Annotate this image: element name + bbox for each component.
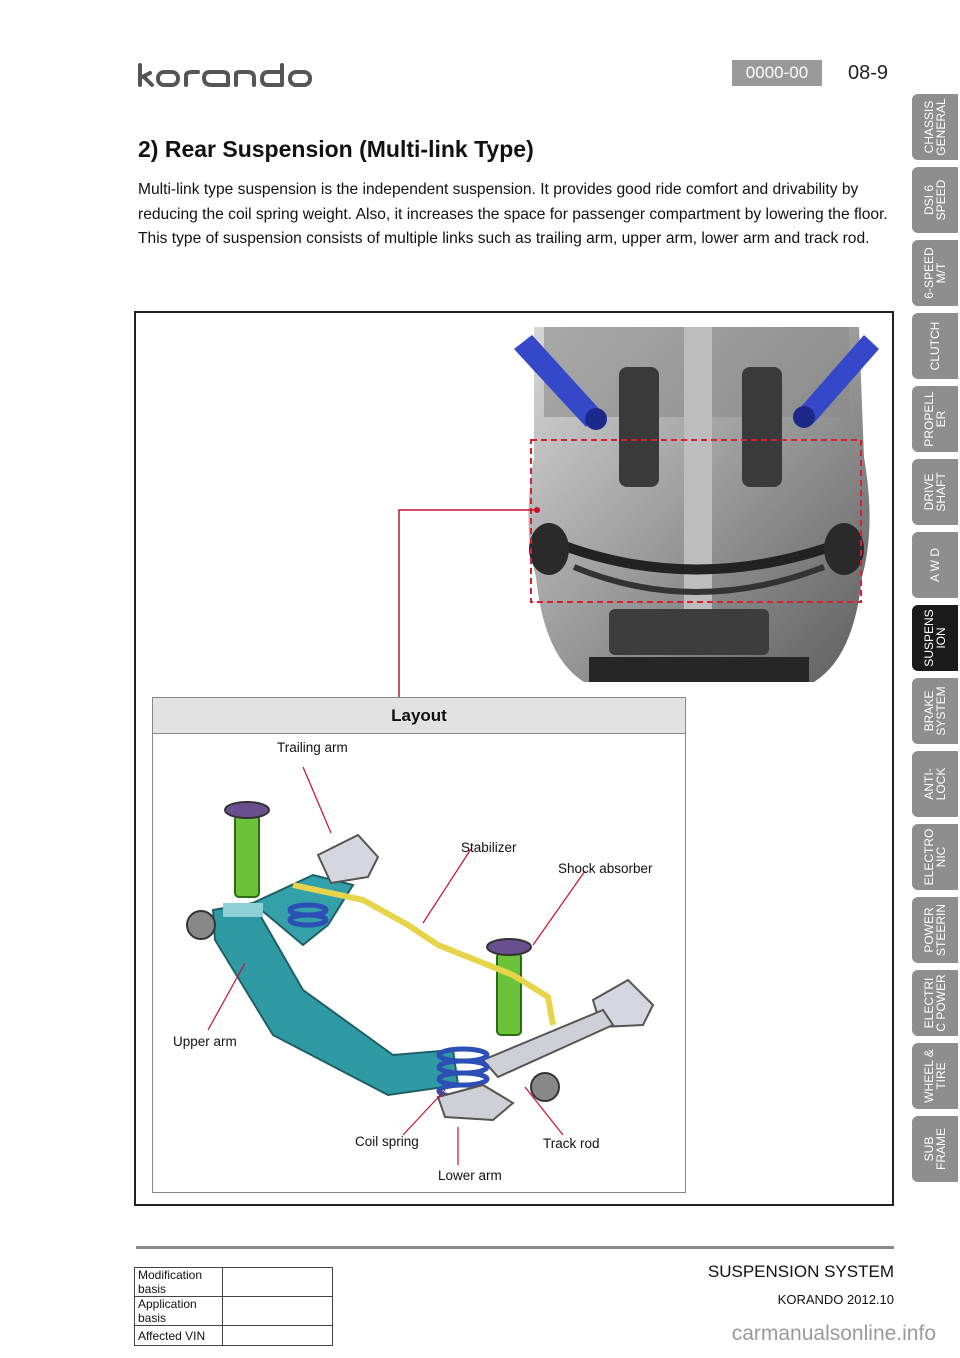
tab-6-speed-mt[interactable]: 6-SPEED M/T [912, 240, 958, 306]
table-cell-label: Affected VIN [134, 1325, 223, 1346]
tab-label: 6-SPEED M/T [922, 247, 948, 299]
tab-label: CLUTCH [928, 321, 942, 371]
tab-propeller[interactable]: PROPELL ER [912, 386, 958, 452]
suspension-layout-diagram [186, 766, 655, 1165]
tab-label: WHEEL & TIRE [922, 1049, 948, 1103]
tab-anti-lock[interactable]: ANTI- LOCK [912, 751, 958, 817]
table-cell-label: Modification basis [134, 1267, 223, 1297]
tab-dsi-6-speed[interactable]: DSI 6 SPEED [912, 167, 958, 233]
layout-title: Layout [153, 698, 685, 734]
callout-upper-arm: Upper arm [173, 1034, 237, 1049]
table-cell-value [222, 1325, 333, 1346]
tab-electronic[interactable]: ELECTRO NIC [912, 824, 958, 890]
table-cell-label: Application basis [134, 1296, 223, 1326]
tab-label: DSI 6 SPEED [922, 179, 948, 221]
body-paragraph-1: Multi-link type suspension is the indepe… [138, 181, 888, 223]
tab-wheel-tire[interactable]: WHEEL & TIRE [912, 1043, 958, 1109]
table-row: Application basis [134, 1296, 333, 1326]
tab-label: DRIVE SHAFT [922, 472, 948, 512]
tab-suspension[interactable]: SUSPENS ION [912, 605, 958, 671]
tab-label: CHASSIS GENERAL [922, 98, 948, 156]
korando-logo [138, 63, 312, 87]
tab-label: PROPELL ER [922, 391, 948, 447]
tab-electric-power[interactable]: ELECTRI C POWER [912, 970, 958, 1036]
table-cell-value [222, 1296, 333, 1326]
tab-sub-frame[interactable]: SUB FRAME [912, 1116, 958, 1182]
callout-track-rod: Track rod [543, 1136, 600, 1151]
watermark: carmanualsonline.info [731, 1322, 936, 1345]
tab-label: BRAKE SYSTEM [922, 686, 948, 736]
tab-brake-system[interactable]: BRAKE SYSTEM [912, 678, 958, 744]
tab-drive-shaft[interactable]: DRIVE SHAFT [912, 459, 958, 525]
tab-label: ANTI- LOCK [922, 767, 948, 801]
table-cell-value [222, 1267, 333, 1297]
layout-panel: Layout [152, 697, 686, 1193]
model-date: KORANDO 2012.10 [777, 1292, 894, 1307]
tab-awd[interactable]: A W D [912, 532, 958, 598]
suspension-figure: Layout [134, 311, 894, 1206]
callout-stabilizer: Stabilizer [461, 840, 517, 855]
modification-table: Modification basis Application basis Aff… [134, 1267, 333, 1346]
body-paragraph-2: This type of suspension consists of mult… [138, 230, 870, 247]
tab-power-steering[interactable]: POWER STEERIN [912, 897, 958, 963]
table-row: Modification basis [134, 1267, 333, 1297]
tab-label: ELECTRO NIC [922, 828, 948, 886]
tab-label: SUB FRAME [922, 1128, 948, 1170]
callout-shock-absorber: Shock absorber [558, 861, 653, 876]
tab-label: A W D [928, 548, 942, 583]
callout-coil-spring: Coil spring [355, 1134, 419, 1149]
tab-clutch[interactable]: CLUTCH [912, 313, 958, 379]
callout-lower-arm: Lower arm [438, 1168, 502, 1183]
page-number: 08-9 [848, 62, 889, 84]
tab-label: ELECTRI C POWER [922, 974, 948, 1032]
system-title: SUSPENSION SYSTEM [707, 1262, 894, 1281]
section-body: Multi-link type suspension is the indepe… [138, 178, 898, 252]
footer-divider [136, 1246, 894, 1249]
callout-trailing-arm: Trailing arm [277, 740, 348, 755]
tab-chassis-general[interactable]: CHASSIS GENERAL [912, 94, 958, 160]
tab-label: SUSPENS ION [922, 609, 948, 667]
table-row: Affected VIN [134, 1325, 333, 1346]
section-title: 2) Rear Suspension (Multi-link Type) [138, 136, 534, 162]
section-code-badge: 0000-00 [732, 60, 822, 86]
vehicle-underbody-photo [514, 327, 879, 682]
tab-label: POWER STEERIN [922, 904, 948, 957]
